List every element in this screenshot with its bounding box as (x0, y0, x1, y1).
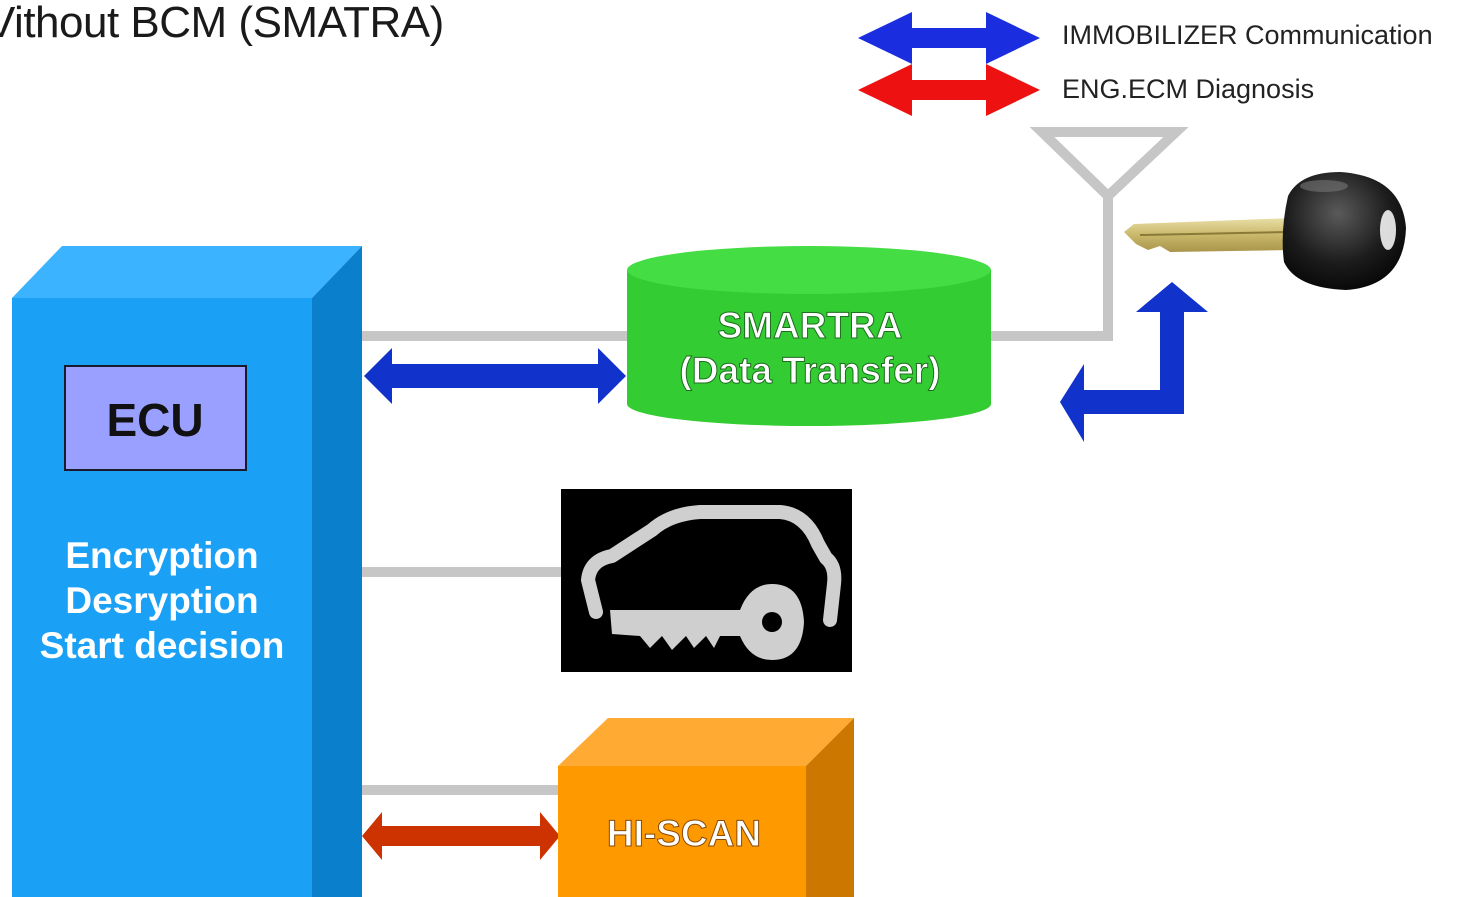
smartra-label-line1: SMARTRA (718, 305, 903, 346)
hiscan-label: HI-SCAN (607, 813, 761, 854)
ecu-label: ECU (106, 394, 203, 446)
arrow-transponder (1060, 282, 1208, 442)
ecu-function-encryption: Encryption (65, 535, 258, 576)
smartra-module (627, 246, 991, 426)
smartra-label-line2: (Data Transfer) (679, 350, 940, 391)
diagram-title: Vithout BCM (SMATRA) (0, 0, 444, 47)
hiscan-device (558, 718, 854, 897)
legend-label-diagnosis: ENG.ECM Diagnosis (1062, 74, 1315, 104)
legend-arrow-diagnosis (858, 64, 1040, 116)
ecu-functions: Encryption Desryption Start decision (40, 535, 285, 666)
ecu-function-desryption: Desryption (65, 580, 258, 621)
arrow-ecu-hiscan (362, 812, 560, 860)
ecu-label-box (64, 365, 247, 471)
immobilizer-warning-lamp-icon (561, 489, 852, 672)
antenna-icon (1029, 127, 1189, 203)
legend-arrow-immobilizer (858, 12, 1040, 64)
connector-lines (360, 196, 1113, 795)
arrow-ecu-smartra (364, 348, 626, 404)
ecu-function-start-decision: Start decision (40, 625, 285, 666)
legend-label-immobilizer: IMMOBILIZER Communication (1062, 20, 1433, 50)
car-key-icon (1124, 172, 1406, 290)
